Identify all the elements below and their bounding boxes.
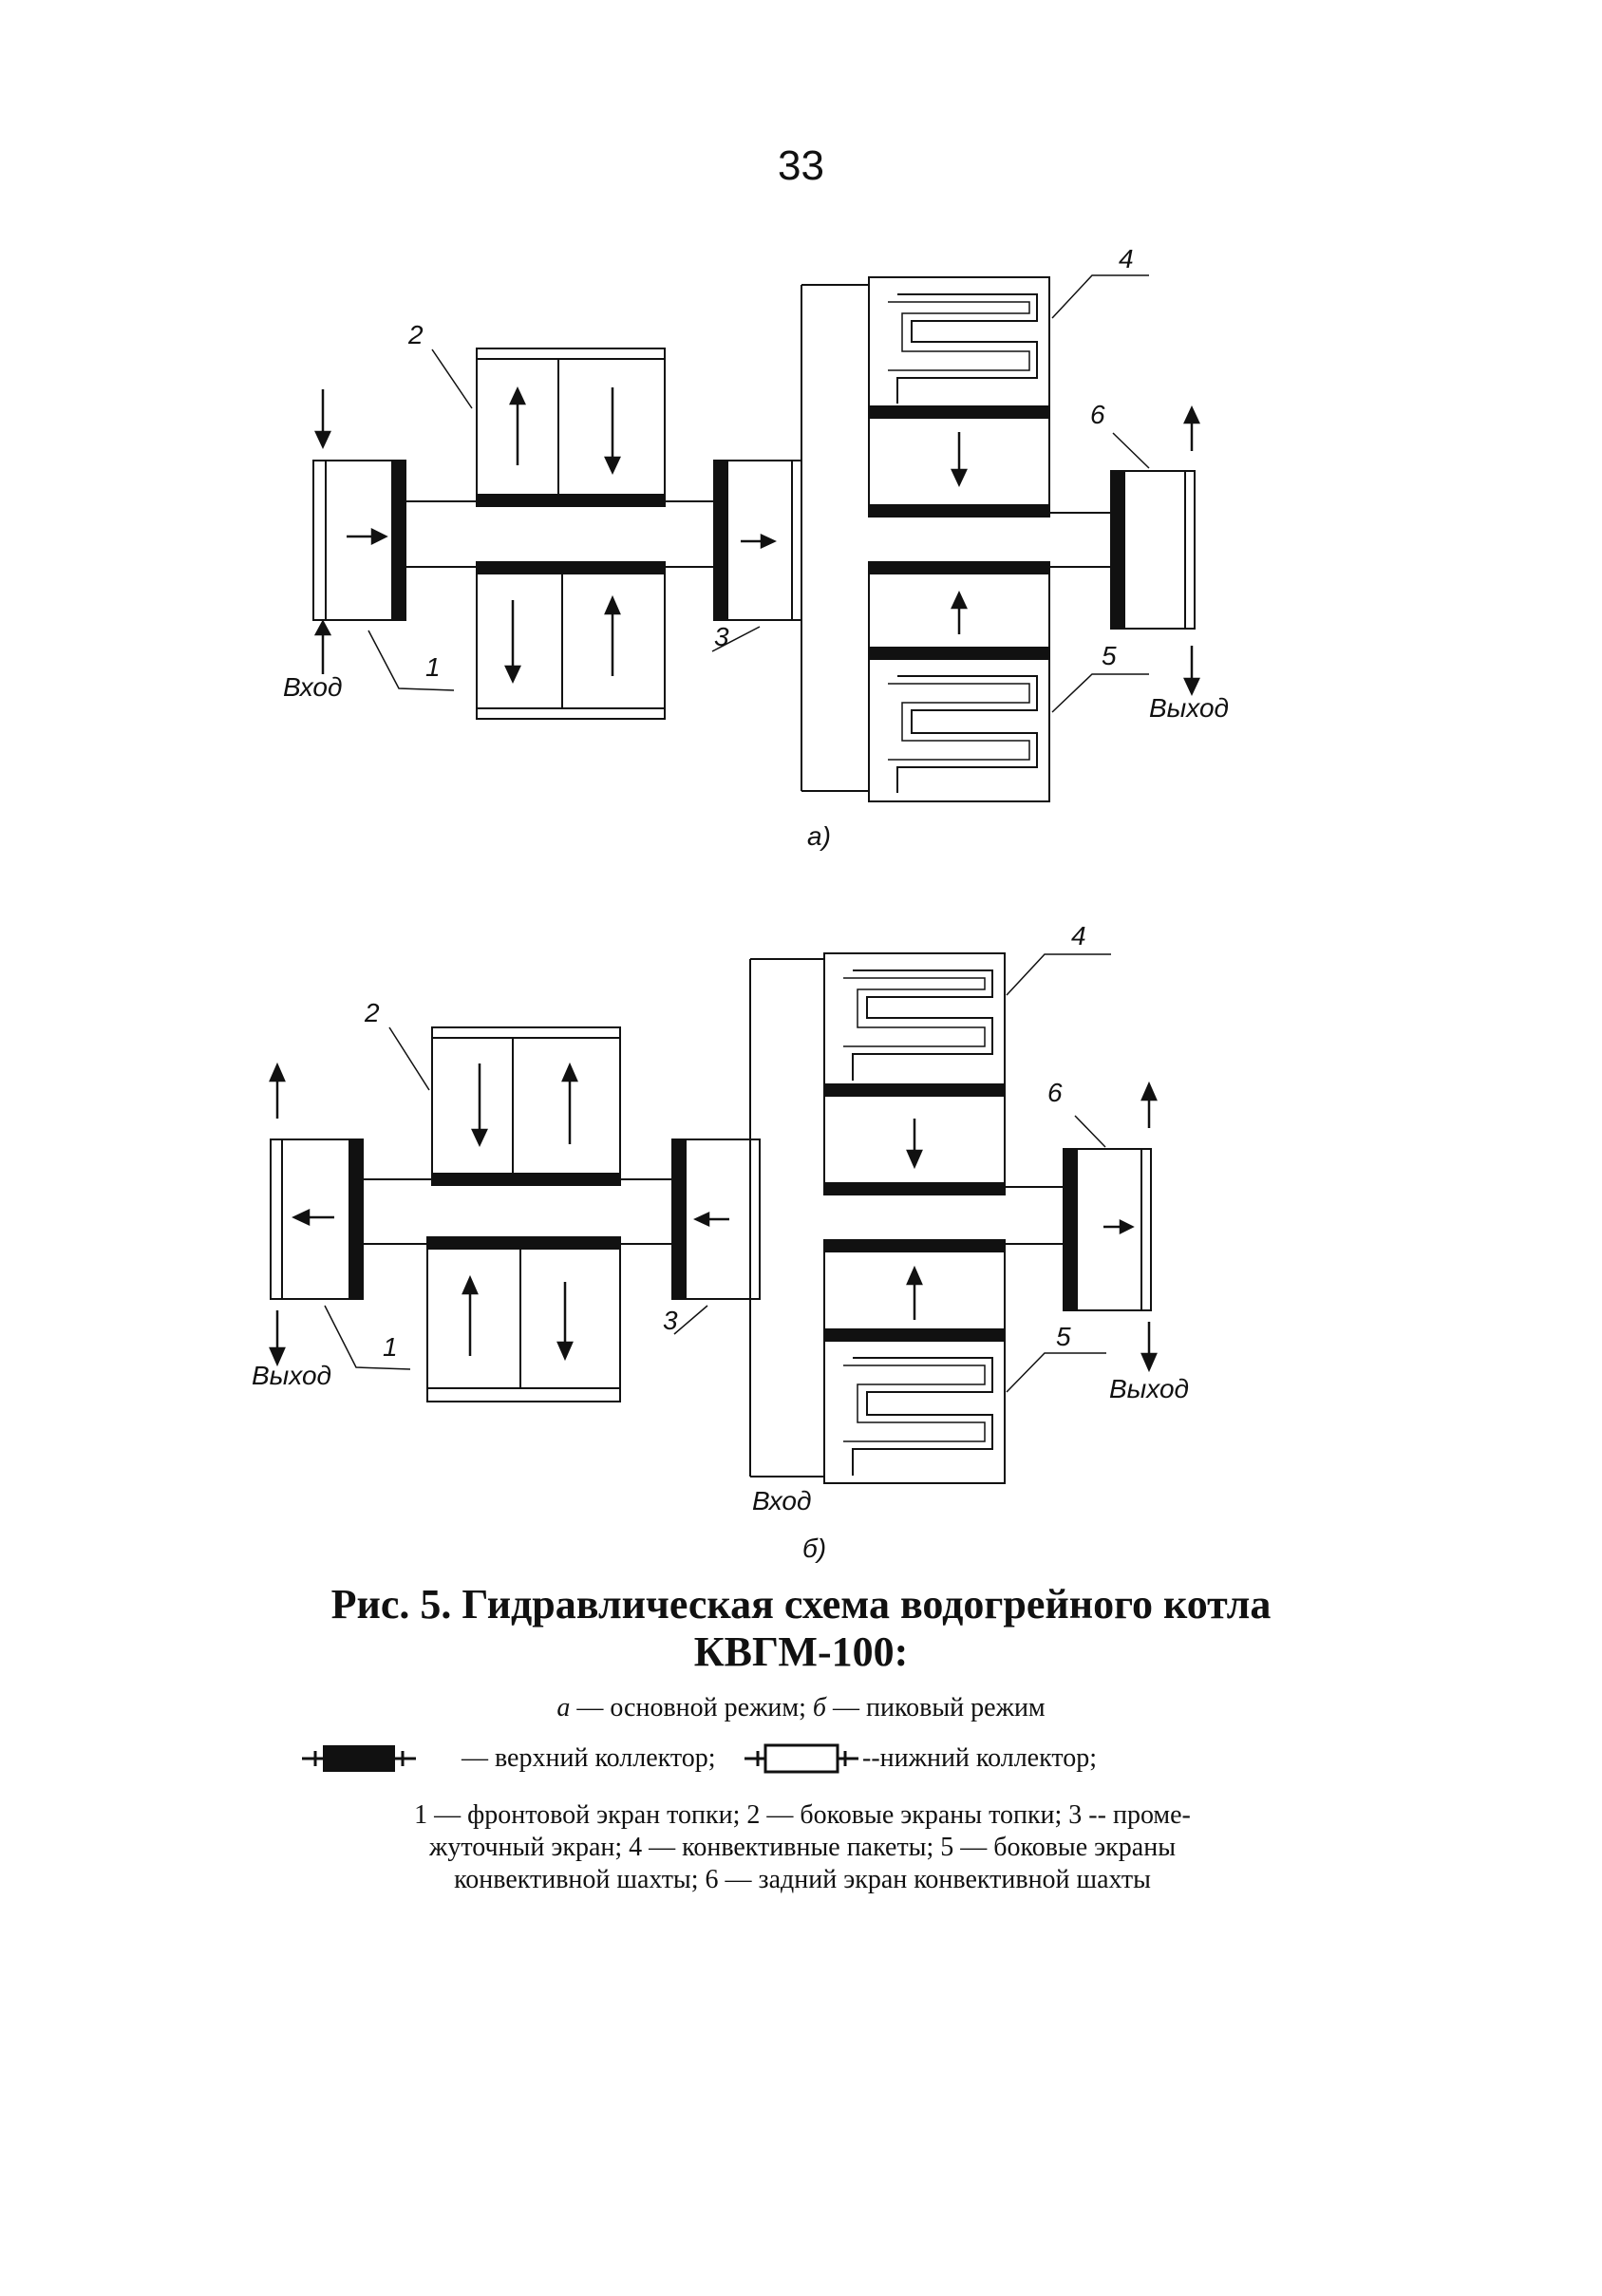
fig-a-outlet-label: Выход	[1149, 693, 1229, 723]
figure-caption-title: Рис. 5. Гидравлическая схема водогрейног…	[0, 1581, 1602, 1676]
fig-a-callout-5: 5	[1102, 641, 1117, 670]
fig-a-callout-2: 2	[407, 320, 424, 349]
mode-a-text: — основной режим;	[570, 1693, 813, 1722]
upper-collector-label: — верхний коллектор;	[462, 1743, 716, 1773]
fig-a-callout-3: 3	[714, 622, 729, 651]
caption-modes: а — основной режим; б — пиковый режим	[0, 1693, 1602, 1723]
legend-line-1: 1 — фронтовой экран топки; 2 — боковые э…	[414, 1800, 1191, 1830]
fig-b-callout-5: 5	[1056, 1322, 1071, 1351]
fig-b-callout-6: 6	[1047, 1078, 1063, 1107]
mode-b-text: — пиковый режим	[826, 1693, 1046, 1722]
page-number: 33	[778, 142, 824, 189]
lower-collector-symbol	[744, 1743, 858, 1774]
fig-a-callout-1: 1	[425, 652, 441, 682]
fig-a-callout-4: 4	[1119, 244, 1134, 273]
fig-b-callout-1: 1	[383, 1332, 398, 1362]
mode-a-letter: а	[556, 1693, 571, 1722]
figure-b-diagram: 1 2 3 4 5 6 Выход Выход Вход б)	[252, 921, 1189, 1563]
fig-b-callout-2: 2	[364, 998, 380, 1027]
fig-b-callout-3: 3	[663, 1306, 678, 1335]
legend-line-2: жуточный экран; 4 — конвективные пакеты;…	[428, 1833, 1177, 1862]
fig-b-callout-4: 4	[1071, 921, 1086, 950]
legend-line-3: конвективной шахты; 6 — задний экран кон…	[454, 1865, 1151, 1894]
lower-collector-label: --нижний коллектор;	[862, 1743, 1097, 1773]
caption-title-line-1: Рис. 5. Гидравлическая схема водогрейног…	[330, 1581, 1272, 1628]
fig-b-inlet-label: Вход	[752, 1486, 811, 1515]
fig-b-right-outlet-label: Выход	[1109, 1374, 1189, 1403]
fig-b-sublabel: б)	[802, 1534, 826, 1563]
fig-a-sublabel: а)	[807, 821, 831, 851]
fig-a-callout-6: 6	[1090, 400, 1105, 429]
fig-b-left-outlet-label: Выход	[252, 1361, 331, 1390]
caption-title-line-2: КВГМ-100:	[693, 1628, 909, 1675]
mode-b-letter: б	[812, 1693, 826, 1722]
collector-legend: — верхний коллектор; --нижний коллектор;	[302, 1738, 1347, 1779]
fig-a-inlet-label: Вход	[283, 672, 342, 702]
upper-collector-symbol	[302, 1745, 416, 1772]
figure-a-diagram: 1 2 3 4 5 6 Вход Выход а)	[283, 244, 1229, 851]
caption-legend: 1 — фронтовой экран топки; 2 — боковые э…	[266, 1799, 1339, 1896]
